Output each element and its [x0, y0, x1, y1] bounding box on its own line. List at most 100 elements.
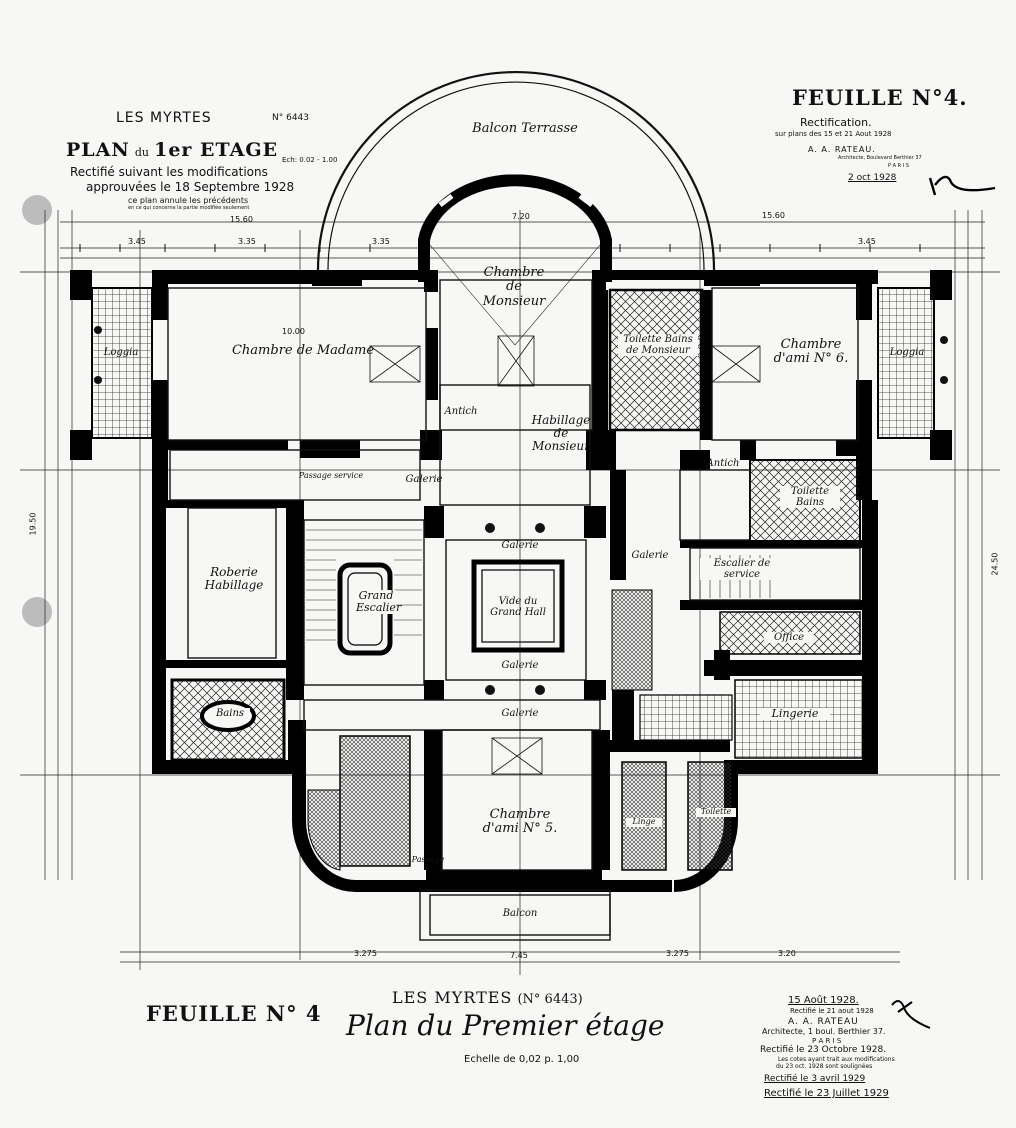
- rectified-line-3: ce plan annule les précédents: [128, 196, 249, 205]
- project-name: LES MYRTES: [116, 110, 212, 126]
- signature-top: [928, 175, 996, 196]
- room-toilette: Toilette: [696, 807, 736, 817]
- room-loggia-left: Loggia: [103, 347, 139, 358]
- dim-24-50: 24.50: [990, 552, 1000, 576]
- rectification-detail: sur plans des 15 et 21 Aout 1928: [775, 130, 892, 138]
- room-toilette-bains: Toilette Bains: [780, 486, 840, 508]
- signature-bottom: [891, 1000, 931, 1029]
- plan-scale-note: Ech: 0.02 - 1.00: [282, 156, 338, 164]
- footer-rectified-3: Rectifié le 23 Juillet 1929: [764, 1088, 889, 1099]
- plan-title-floor: 1er ETAGE: [154, 139, 279, 161]
- room-vide-grand-hall: Vide du Grand Hall: [490, 596, 546, 618]
- ceiling-marks: [369, 335, 761, 775]
- toilette-madame-floor: [339, 735, 411, 867]
- architect-address-top: Architecte, Boulevard Berthier 37: [838, 155, 922, 161]
- footer-rectified-1: Rectifié le 23 Octobre 1928.: [760, 1045, 887, 1055]
- dim-3-35-left: 3.35: [238, 237, 256, 246]
- footer-architect-city: P A R I S: [812, 1037, 842, 1045]
- room-toilette-monsieur: Toilette Bains de Monsieur: [618, 334, 698, 356]
- footer-rectified-2: Rectifié le 3 avril 1929: [764, 1074, 866, 1084]
- room-galerie-right: Galerie: [631, 550, 669, 561]
- room-roberie-habillage: Roberie Habillage: [204, 565, 264, 593]
- bow-left-floor: [307, 789, 341, 871]
- room-office: Office: [764, 632, 814, 643]
- room-galerie-hall-bottom: Galerie: [501, 660, 539, 671]
- service-floor: [639, 694, 733, 741]
- footer-scale: Echelle de 0,02 p. 1,00: [464, 1054, 580, 1065]
- dim-19-50: 19.50: [28, 512, 38, 536]
- toilette-monsieur-floor: [608, 288, 704, 432]
- footer-project: LES MYRTES (N° 6443): [392, 988, 583, 1007]
- footer-date-1: 15 Août 1928.: [788, 995, 859, 1006]
- room-chambre-ami-5: Chambre d'ami N° 5.: [482, 807, 558, 837]
- balcony-terrace-arcs: [316, 70, 716, 271]
- partitions: [167, 279, 861, 941]
- dim-3-35-mid: 3.35: [372, 237, 390, 246]
- footer-note-1: Les cotes ayant trait aux modifications: [778, 1056, 895, 1063]
- dim-3-45-left: 3.45: [128, 237, 146, 246]
- plan-title-word: PLAN: [66, 139, 130, 161]
- footer-project-number: (N° 6443): [517, 992, 583, 1007]
- rectified-line-1: Rectifié suivant les modifications: [70, 165, 268, 179]
- loggia-left-floor: [91, 287, 153, 439]
- dimension-lines: [20, 210, 1000, 975]
- footer-plan-title: Plan du Premier étage: [346, 1009, 665, 1042]
- hole-punch-bottom: [22, 597, 52, 627]
- room-passage-service: Passage service: [298, 471, 364, 480]
- rectified-line-2: approuvées le 18 Septembre 1928: [86, 180, 295, 194]
- interior-walls: [166, 270, 872, 870]
- plan-title-du: du: [134, 146, 149, 159]
- architect-city-top: P A R I S: [888, 163, 909, 169]
- footer-architect-address: Architecte, 1 boul. Berthier 37.: [762, 1027, 886, 1036]
- dim-15-60-left: 15.60: [230, 215, 253, 224]
- room-chambre-monsieur: Chambre de Monsieur: [482, 265, 546, 309]
- architect-name-top: A. A. RATEAU.: [808, 145, 876, 154]
- apse-wall: [418, 174, 612, 282]
- room-balcon: Balcon: [502, 908, 538, 919]
- room-passage: Passage: [411, 855, 445, 864]
- dim-3-45-right: 3.45: [858, 237, 876, 246]
- room-antich-right: Antich: [706, 458, 740, 469]
- room-habillage-monsieur: Habillage de Monsieur: [531, 413, 591, 454]
- footer-project-name: LES MYRTES: [392, 988, 513, 1007]
- apse-windows: [438, 169, 594, 207]
- sheet-number-bottom: FEUILLE N° 4: [146, 1001, 322, 1026]
- room-grand-escalier: Grand Escalier: [356, 589, 402, 615]
- room-galerie-top: Galerie: [405, 474, 443, 485]
- room-antich: Antich: [444, 406, 478, 417]
- room-chambre-ami-6: Chambre d'ami N° 6.: [773, 337, 849, 367]
- hall-void-frame: [471, 559, 565, 653]
- dim-3-275-right: 3.275: [666, 949, 689, 958]
- column-dots: [94, 326, 948, 695]
- dim-10-00: 10.00: [282, 327, 305, 336]
- dim-7-45: 7.45: [510, 951, 528, 960]
- room-galerie-bottom: Galerie: [501, 708, 539, 719]
- apse-rays: [429, 244, 601, 346]
- room-escalier-service: Escalier de service: [700, 558, 784, 580]
- room-galerie-hall-top: Galerie: [501, 540, 539, 551]
- room-linge: Linge: [626, 817, 662, 827]
- rectified-line-4: en ce qui concerne la partie modifiée se…: [128, 205, 250, 211]
- rectification-label: Rectification.: [800, 116, 872, 129]
- service-passage-floor: [611, 589, 653, 691]
- linge-floor: [621, 761, 667, 871]
- revision-date-top: 2 oct 1928: [848, 173, 897, 183]
- loggia-right-floor: [877, 287, 935, 439]
- room-bains-madame: Bains: [210, 708, 250, 719]
- room-balcon-terrasse: Balcon Terrasse: [472, 121, 578, 136]
- room-lingerie: Lingerie: [760, 707, 830, 721]
- hole-punch-top: [22, 195, 52, 225]
- footer-note-2: du 23 oct. 1928 sont soulignées: [776, 1063, 873, 1070]
- footer-architect: A. A. RATEAU: [788, 1017, 859, 1027]
- dim-7-20: 7.20: [512, 212, 530, 221]
- footer-date-1b: Rectifié le 21 aout 1928: [790, 1007, 874, 1015]
- room-chambre-madame: Chambre de Madame: [231, 343, 375, 358]
- dim-3-20: 3.20: [778, 949, 796, 958]
- room-loggia-right: Loggia: [889, 347, 925, 358]
- dim-3-275-left: 3.275: [354, 949, 377, 958]
- project-number: N° 6443: [272, 113, 309, 123]
- plan-title: PLAN du 1er ETAGE: [66, 139, 278, 161]
- dim-15-60-right: 15.60: [762, 211, 785, 220]
- sheet-number-top: FEUILLE N°4.: [792, 85, 968, 110]
